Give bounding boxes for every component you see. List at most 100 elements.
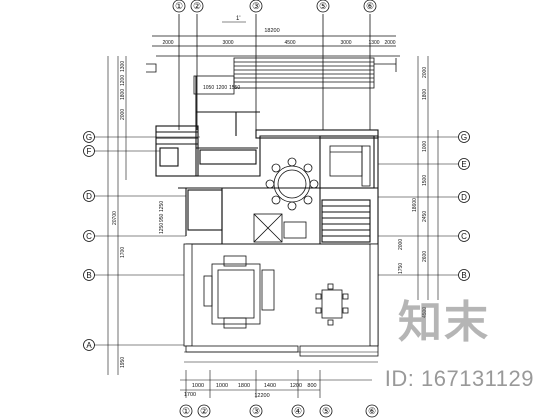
grid-bubble-b-left	[83, 269, 95, 281]
building-walls	[155, 76, 379, 346]
right-dim-7: 1750	[398, 263, 404, 274]
grid-bubble-6-bottom	[365, 404, 379, 418]
bottom-label-2: ②	[200, 406, 208, 416]
grid-bubble-2-bottom	[197, 404, 211, 418]
right-dim-5: 2450	[422, 211, 428, 222]
round-dining-table	[265, 157, 319, 211]
top-label-3: ③	[252, 1, 260, 11]
left-label-f: F	[87, 147, 92, 156]
left-mid-dim-5: 1950	[120, 357, 126, 368]
left-label-a: A	[86, 341, 92, 350]
left-dims: 2000 1800 1200 1300 20700 1250 950 1250 …	[112, 61, 165, 368]
right-total-dim: 18600	[412, 198, 418, 212]
left-row-bubbles: G F D C B A	[83, 131, 95, 351]
grid-bubble-c-left	[83, 230, 95, 242]
bedroom-furniture	[329, 145, 371, 187]
bottom-label-5: ⑤	[322, 406, 330, 416]
grid-bubble-e-right	[458, 158, 470, 170]
left-label-g: G	[86, 133, 92, 142]
watermark-logo: 知末	[398, 297, 490, 348]
bottom-dim-4: 1400	[264, 383, 276, 389]
bottom-dim-2: 1000	[216, 383, 228, 389]
top-label-5: ⑤	[319, 1, 327, 11]
top-dim-3: 4500	[284, 40, 295, 46]
right-dim-8: 2000	[398, 239, 404, 250]
bottom-label-3: ③	[252, 406, 260, 416]
top-dim-6: 2000	[384, 40, 395, 46]
bottom-segment-dims: 1000 1000 1800 1400 1200 800 1700 12200	[184, 383, 317, 399]
top-column-bubbles: ① ② ③ ⑤ ⑥	[172, 0, 377, 13]
grid-bubble-b-right	[458, 269, 470, 281]
right-dim-4: 1500	[422, 175, 428, 186]
left-mid-dim-1: 1250	[159, 201, 165, 212]
right-dims: 2000 1800 1000 1500 2450 2600 1750 2000 …	[398, 67, 428, 318]
upper-small-labels: 1050 1200 1550	[203, 85, 240, 91]
left-label-d: D	[86, 192, 92, 201]
right-row-grid	[378, 56, 458, 300]
grid-bubble-1-bottom	[179, 404, 193, 418]
right-dim-3: 1000	[422, 141, 428, 152]
bottom-dim-6: 800	[307, 383, 316, 389]
bottom-label-1: ①	[182, 406, 190, 416]
right-label-b: B	[461, 271, 466, 280]
grid-bubble-a-left	[83, 339, 95, 351]
section-mark: 1'	[236, 16, 240, 22]
left-total-dim: 20700	[112, 211, 118, 225]
grid-bubble-3-bottom	[249, 404, 263, 418]
right-dim-9: 4500	[422, 307, 428, 318]
left-dim-4: 1300	[120, 61, 126, 72]
right-label-d: D	[461, 193, 467, 202]
right-dim-1: 2000	[422, 67, 428, 78]
grid-bubble-d-right	[458, 191, 470, 203]
top-label-6: ⑥	[366, 1, 374, 11]
exterior-thick-walls	[183, 243, 379, 357]
left-label-c: C	[86, 232, 92, 241]
right-row-bubbles: G E D C B	[458, 131, 470, 281]
left-mid-dim-3: 1250	[159, 223, 165, 234]
bottom-column-bubbles: ① ② ③ ④ ⑤ ⑥	[179, 404, 379, 418]
grid-bubble-1-top	[172, 0, 186, 13]
grid-bubble-d-left	[83, 190, 95, 202]
grid-bubble-3-top	[249, 0, 263, 13]
bottom-label-6: ⑥	[368, 406, 376, 416]
grid-bubble-6-top	[363, 0, 377, 13]
bottom-extra-dim: 1700	[184, 392, 196, 398]
right-label-g: G	[461, 133, 467, 142]
left-dim-1: 2000	[120, 109, 126, 120]
grid-bubble-g-right	[458, 131, 470, 143]
top-dim-2: 3000	[222, 40, 233, 46]
top-dim-4: 3000	[340, 40, 351, 46]
grid-bubble-4-bottom	[291, 404, 305, 418]
left-row-grid	[94, 56, 200, 375]
square-dining-set	[315, 283, 349, 326]
upper-terrace	[146, 55, 400, 95]
bottom-dim-5: 1200	[290, 383, 302, 389]
watermark-id: ID: 167131129	[384, 366, 534, 391]
grid-bubble-5-top	[316, 0, 330, 13]
small-label-3: 1550	[229, 85, 240, 91]
top-segment-dims: 2000 3000 4500 3000 1300 2000	[162, 40, 395, 46]
bottom-dims-lines	[180, 370, 372, 398]
grid-bubble-f-left	[83, 145, 95, 157]
top-column-grid	[152, 14, 396, 130]
top-dim-5: 1300	[368, 40, 379, 46]
grid-bubble-2-top	[190, 0, 204, 13]
small-label-1: 1050	[203, 85, 214, 91]
bottom-dim-3: 1800	[238, 383, 250, 389]
living-room-furniture	[203, 255, 275, 329]
top-total-dim: 18200	[264, 28, 279, 34]
left-mid-dim-4: 1700	[120, 247, 126, 258]
right-dim-2: 1800	[422, 89, 428, 100]
top-dim-1: 2000	[162, 40, 173, 46]
left-dim-3: 1200	[120, 75, 126, 86]
bottom-total-dim: 12200	[254, 393, 269, 399]
top-label-1: ①	[175, 1, 183, 11]
bottom-label-4: ④	[294, 406, 302, 416]
right-dim-6: 2600	[422, 251, 428, 262]
left-label-b: B	[86, 271, 91, 280]
elevator-shaft	[253, 213, 307, 243]
grid-bubble-c-right	[458, 230, 470, 242]
left-mid-dim-2: 950	[159, 213, 165, 222]
grid-bubble-g-left	[83, 131, 95, 143]
